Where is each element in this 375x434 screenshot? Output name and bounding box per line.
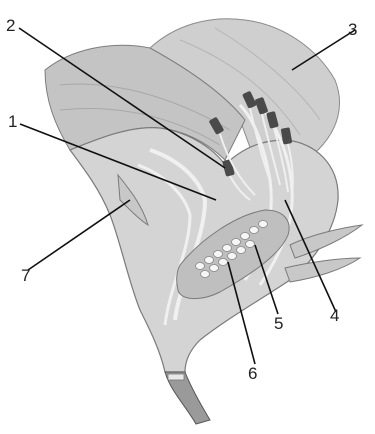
- label-5: 5: [274, 314, 283, 334]
- label-7: 7: [21, 266, 30, 286]
- label-3: 3: [348, 20, 357, 40]
- label-4: 4: [330, 306, 339, 326]
- label-6: 6: [248, 364, 257, 384]
- pedicel-band: [168, 374, 184, 380]
- label-1: 1: [8, 112, 17, 132]
- label-2: 2: [6, 16, 15, 36]
